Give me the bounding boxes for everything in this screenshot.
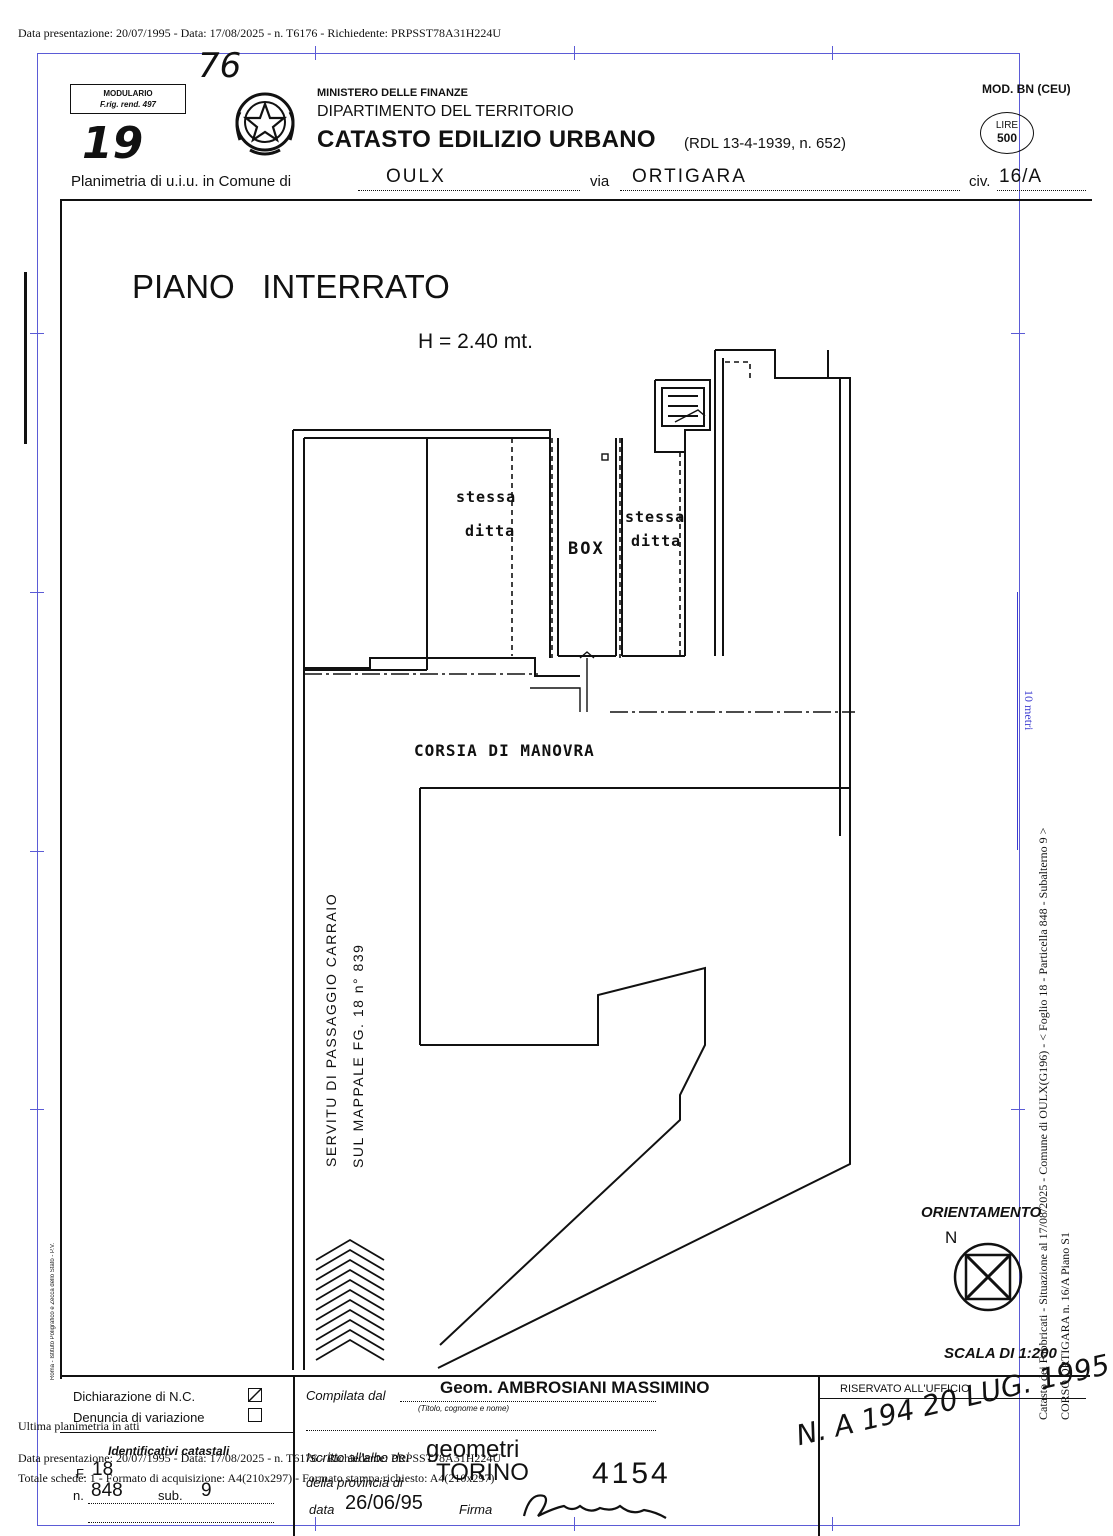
floor-plan-drawing (292, 349, 855, 1370)
handwritten-19: 19 (82, 118, 144, 169)
stamp-lire: LIRE (995, 120, 1019, 131)
frame-tick (832, 1517, 833, 1531)
modulario-box: MODULARIO F.rig. rend. 497 (70, 84, 186, 114)
foglio-value: 18 (92, 1459, 114, 1480)
handwritten-76: 76 (198, 46, 242, 86)
sub-label: sub. (158, 1488, 183, 1503)
revenue-stamp: LIRE 500 (980, 112, 1034, 154)
orientation-label: ORIENTAMENTO (921, 1204, 1042, 1221)
via-label: via (590, 173, 610, 190)
sub-value: 9 (201, 1480, 212, 1501)
servitu-label-line2: SUL MAPPALE FG. 18 n° 839 (350, 943, 366, 1168)
comune-dotline (358, 190, 580, 191)
frame-tick (30, 333, 44, 334)
printer-side-note: Roma - Istituto Poligrafico e Zecca dell… (50, 1242, 56, 1380)
frame-tick (30, 1109, 44, 1110)
document-metadata-header: Data presentazione: 20/07/1995 - Data: 1… (18, 26, 502, 40)
north-arrow-icon (953, 1242, 1023, 1312)
frame-tick (1011, 333, 1025, 334)
footer-right-divider (820, 1398, 1086, 1399)
frame-tick (315, 1517, 316, 1531)
numero-label: n. (73, 1488, 84, 1503)
room-label-stessa-1: stessa (456, 488, 517, 506)
riservato-label: RISERVATO ALL'UFFICIO (840, 1383, 970, 1395)
department-label: DIPARTIMENTO DEL TERRITORIO (317, 103, 574, 120)
frame-tick (30, 851, 44, 852)
height-label: H = 2.40 mt. (418, 330, 533, 353)
compilata-label: Compilata dal (306, 1388, 386, 1403)
compilata-dotline (400, 1401, 656, 1402)
scale-label: SCALA DI 1:200 (944, 1345, 1057, 1362)
scan-margin-line (24, 272, 27, 444)
frame-tick (574, 1517, 575, 1531)
planimetria-prefix: Planimetria di u.i.u. in Comune di (71, 173, 292, 190)
civ-label: civ. (969, 173, 991, 190)
denuncia-label: Denuncia di variazione (73, 1410, 205, 1425)
albo-value: geometri (426, 1436, 520, 1463)
data-value: 26/06/95 (345, 1492, 423, 1514)
catasto-situation-text: Catasto dei Fabbricati - Situazione al 1… (1036, 827, 1050, 1420)
compilatore-value: Geom. AMBROSIANI MASSIMINO (440, 1378, 710, 1397)
compilata-dotline-2 (306, 1430, 656, 1431)
provincia-value: TORINO (436, 1459, 529, 1486)
iscritto-label: Iscritto all'albo dei (306, 1450, 409, 1465)
footer-divider-1 (293, 1375, 295, 1536)
servitu-label-line1: SERVITU DI PASSAGGIO CARRAIO (323, 892, 339, 1167)
identificativi-dotline-2 (88, 1522, 274, 1523)
data-label: data (309, 1502, 335, 1517)
frame-tick (1011, 1109, 1025, 1110)
ultima-planimetria: Ultima planimetria in atti (18, 1419, 140, 1433)
ministry-label: MINISTERO DELLE FINANZE (317, 87, 468, 99)
via-dotline (620, 190, 960, 191)
civ-value: 16/A (999, 166, 1043, 187)
frame-tick (832, 46, 833, 60)
room-label-ditta-1: ditta (465, 522, 516, 540)
footer-divider-2 (818, 1375, 820, 1536)
frame-tick (574, 46, 575, 60)
signature-icon (522, 1494, 667, 1519)
catasto-reference: (RDL 13-4-1939, n. 652) (684, 135, 847, 152)
dichiarazione-checkbox[interactable] (248, 1388, 262, 1402)
modulario-line1: MODULARIO (103, 89, 153, 98)
scale-bar (1017, 592, 1018, 850)
frame-tick (30, 592, 44, 593)
room-label-stessa-2: stessa (625, 508, 686, 526)
overlay-metadata-2: Totale schede: 1 - Formato di acquisizio… (18, 1471, 495, 1485)
floor-title: PIANO INTERRATO (132, 268, 450, 305)
scale-bar-label: 10 metri (1022, 690, 1036, 731)
numero-value: 848 (91, 1480, 123, 1501)
provincia-label: della provincia di (306, 1475, 403, 1490)
comune-value: OULX (386, 166, 446, 187)
scan-frame (37, 53, 1020, 1526)
albo-number: 4154 (592, 1457, 671, 1490)
firma-label: Firma (459, 1502, 493, 1517)
model-code: MOD. BN (CEU) (982, 82, 1071, 96)
checkmark-icon (248, 1388, 262, 1402)
titolo-hint: (Titolo, cognome e nome) (418, 1404, 510, 1413)
north-label: N (945, 1228, 958, 1247)
footer-left-divider (60, 1432, 294, 1433)
identificativi-label: Identificativi catastali (108, 1444, 230, 1458)
identificativi-dotline (88, 1503, 274, 1504)
room-label-box: BOX (568, 539, 605, 559)
dichiarazione-label: Dichiarazione di N.C. (73, 1389, 196, 1404)
room-label-ditta-2: ditta (631, 532, 682, 550)
italian-republic-emblem-icon (235, 92, 295, 156)
overlay-metadata-1: Data presentazione: 20/07/1995 - Data: 1… (18, 1451, 502, 1465)
modulario-line2: F.rig. rend. 497 (99, 100, 157, 109)
civ-dotline (997, 190, 1086, 191)
drawing-area (60, 199, 1092, 1379)
denuncia-checkbox[interactable] (248, 1408, 262, 1422)
frame-tick (315, 46, 316, 60)
corsia-label: CORSIA DI MANOVRA (414, 741, 595, 760)
via-value: ORTIGARA (632, 166, 747, 187)
foglio-label: F. (76, 1466, 87, 1481)
stamp-500: 500 (996, 131, 1018, 145)
footer-top-border (60, 1375, 1090, 1377)
catasto-title: CATASTO EDILIZIO URBANO (317, 126, 656, 153)
